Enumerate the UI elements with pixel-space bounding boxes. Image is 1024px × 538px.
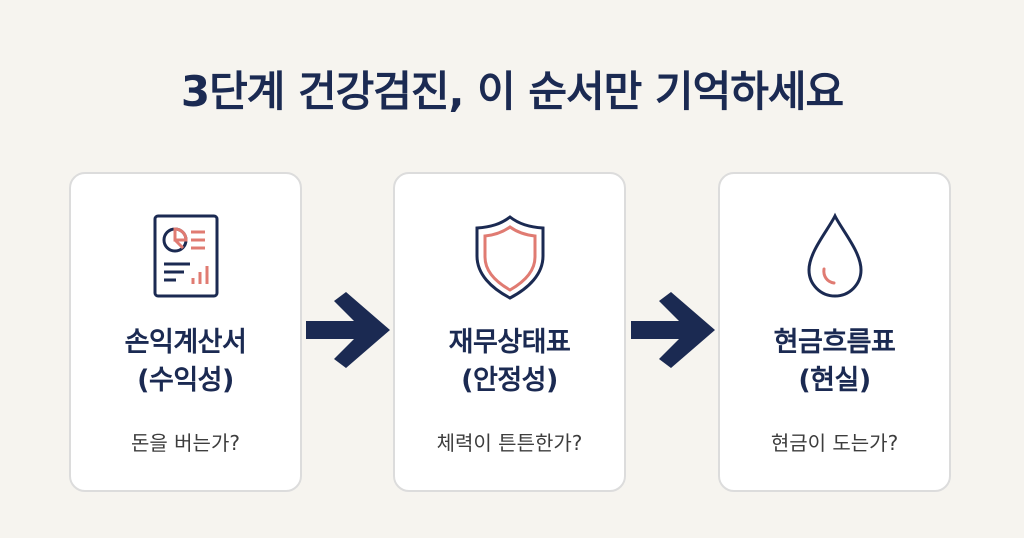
step-card-balance-sheet: 재무상태표 (안정성) 체력이 튼튼한가? [393, 172, 626, 492]
step-card-income-statement: 손익계산서 (수익성) 돈을 버는가? [69, 172, 302, 492]
shield-icon [465, 212, 555, 302]
step-question: 체력이 튼튼한가? [436, 431, 583, 455]
step-question: 현금이 도는가? [770, 431, 899, 455]
water-drop-icon [790, 212, 880, 302]
page-title: 3단계 건강검진, 이 순서만 기억하세요 [180, 67, 844, 116]
arrow-right-icon [304, 292, 394, 368]
financial-report-icon [141, 212, 231, 302]
step-title: 현금흐름표 (현실) [773, 327, 896, 396]
step-question: 돈을 버는가? [131, 431, 240, 455]
step-title: 손익계산서 (수익성) [124, 327, 247, 396]
step-card-cash-flow: 현금흐름표 (현실) 현금이 도는가? [718, 172, 951, 492]
step-title: 재무상태표 (안정성) [448, 327, 571, 396]
arrow-right-icon [629, 292, 719, 368]
